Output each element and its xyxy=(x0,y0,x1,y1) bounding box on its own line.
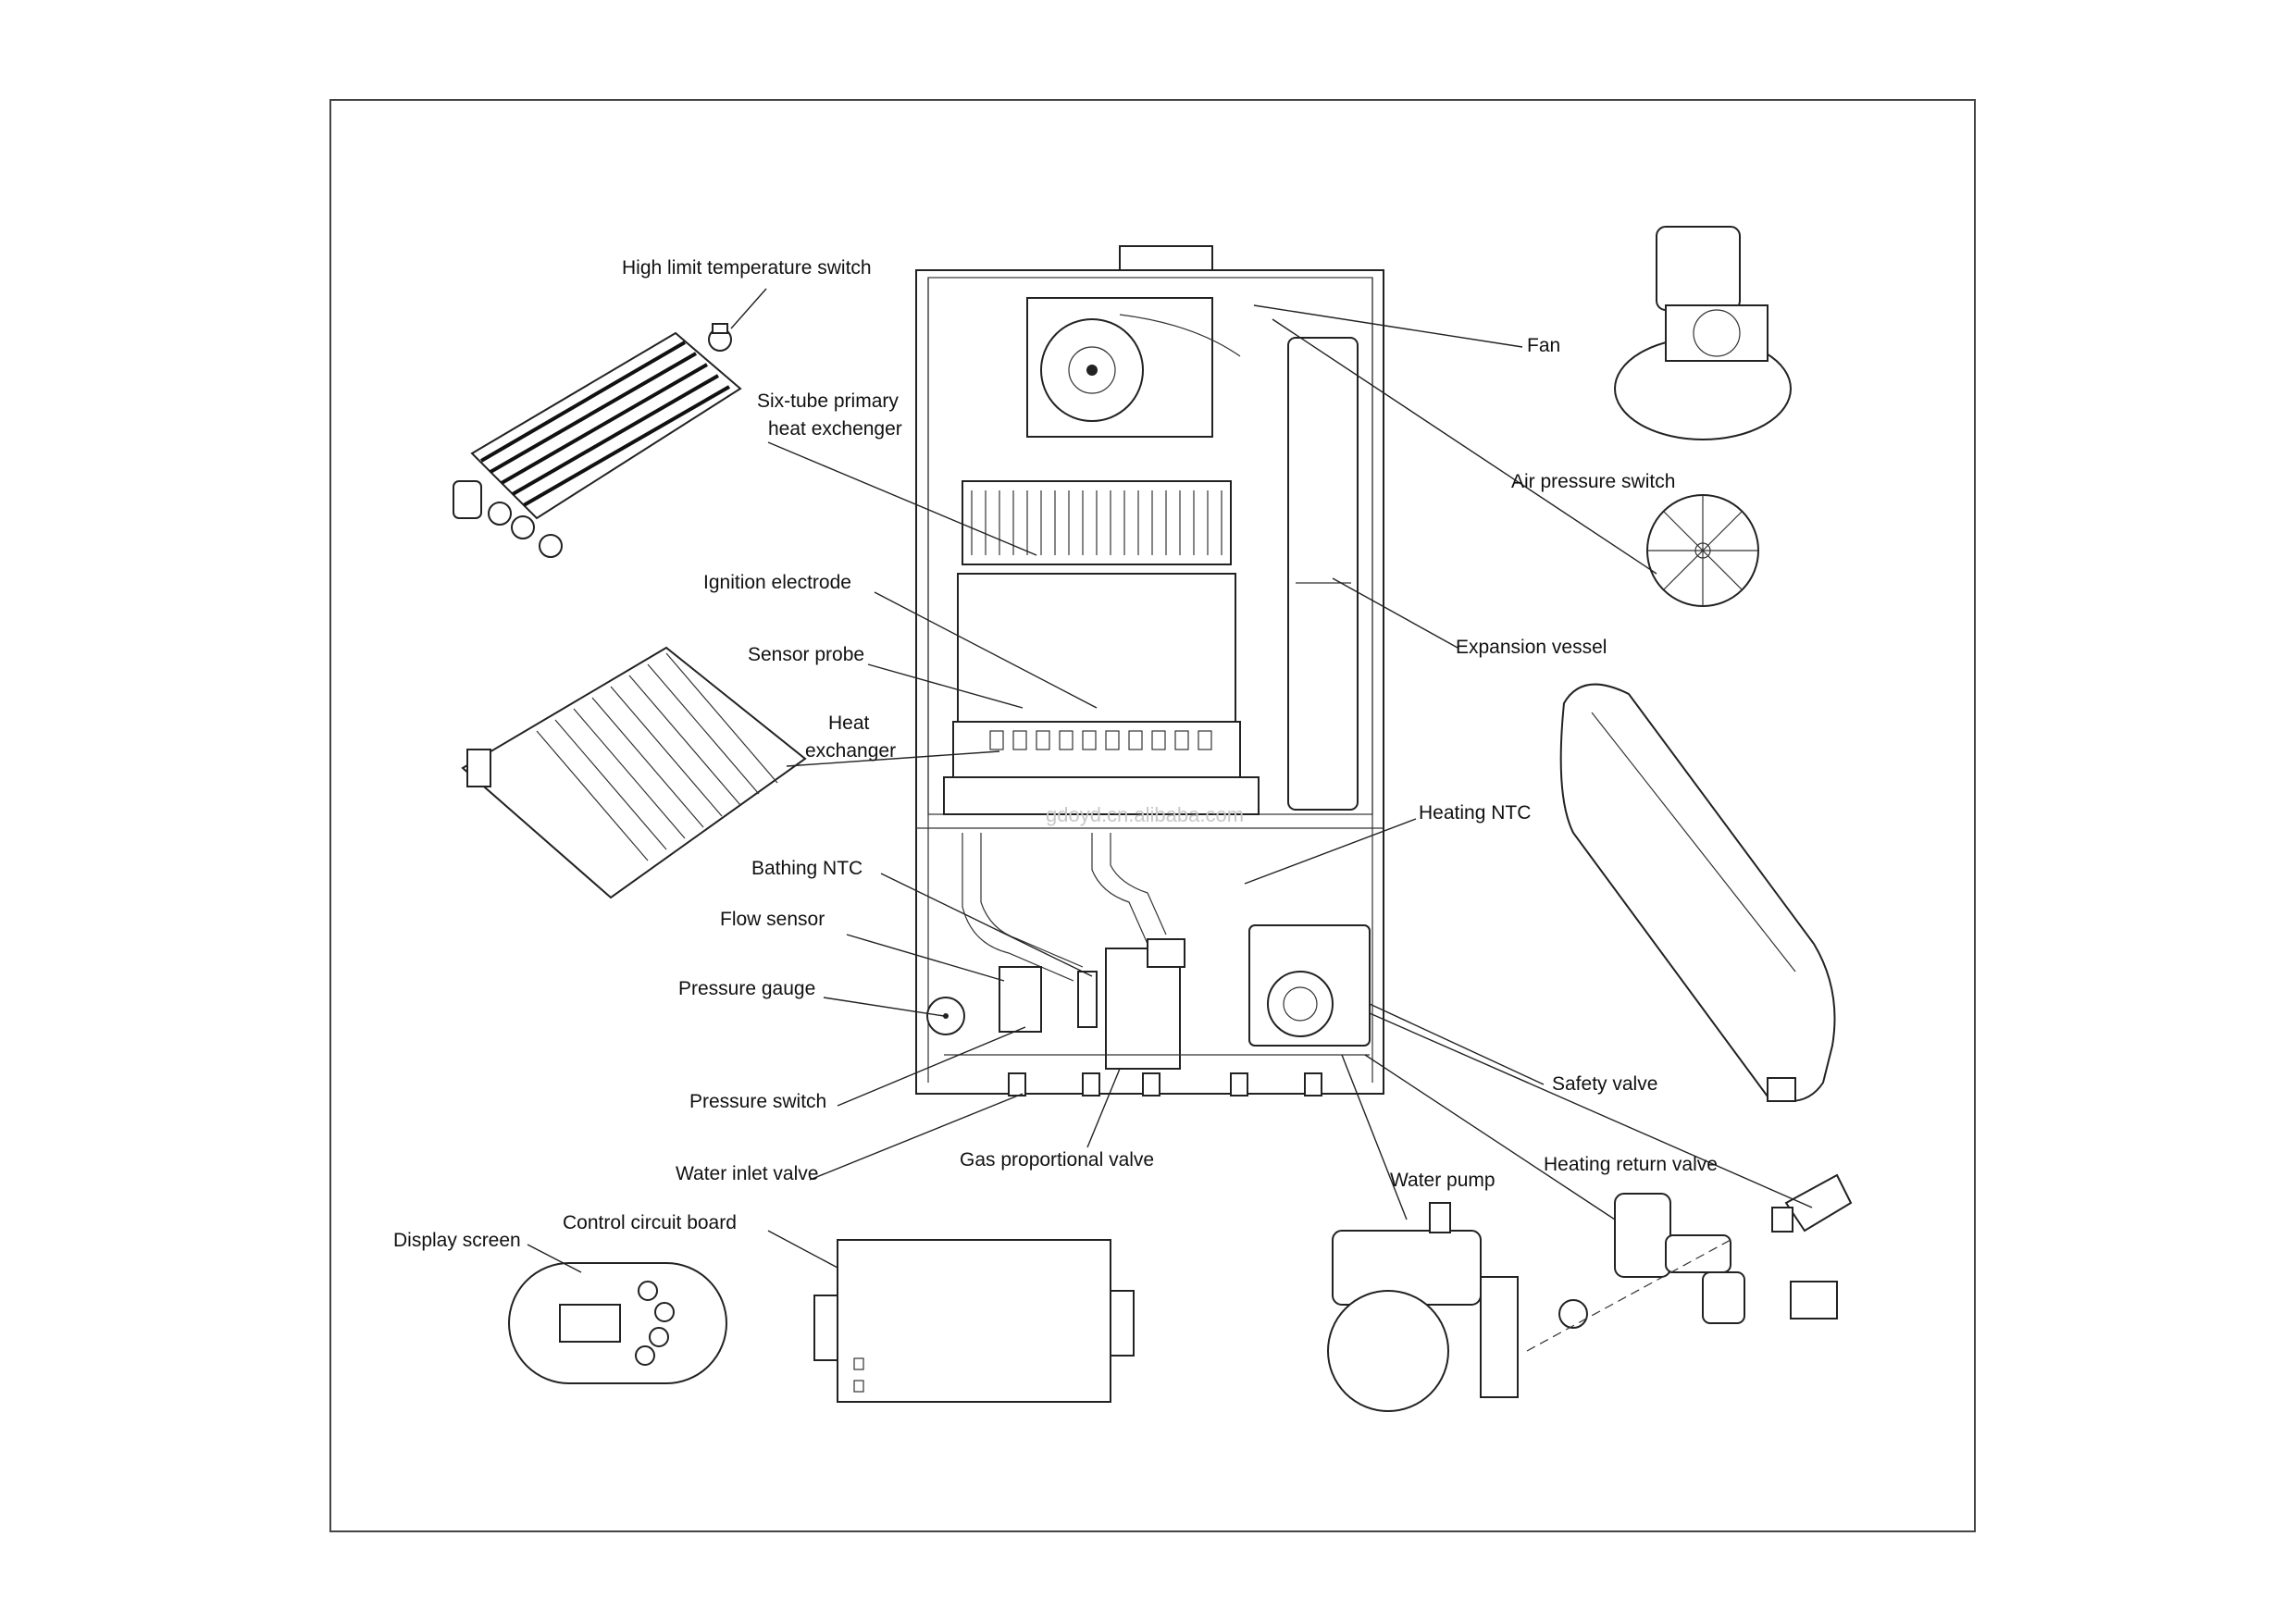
expansion-vessel-part xyxy=(1559,683,1836,1102)
air-pressure-switch-part xyxy=(1646,494,1759,607)
expansion-vessel-inner xyxy=(1287,337,1359,811)
label-high-limit-temperature-switch: High limit temperature switch xyxy=(622,257,872,279)
heating-return-valve-part xyxy=(1526,1193,1838,1352)
label-bathing-ntc: Bathing NTC xyxy=(751,858,863,879)
label-display-screen: Display screen xyxy=(393,1230,521,1251)
label-safety-valve: Safety valve xyxy=(1552,1073,1657,1095)
fan-part xyxy=(1614,226,1792,440)
label-expansion-vessel: Expansion vessel xyxy=(1456,637,1607,658)
label-control-circuit-board: Control circuit board xyxy=(563,1212,737,1233)
fan-housing xyxy=(1026,297,1241,438)
label-fan: Fan xyxy=(1527,335,1560,356)
label-ignition-electrode: Ignition electrode xyxy=(703,572,851,593)
heat-exchanger-part xyxy=(461,646,807,899)
diagram-frame xyxy=(329,99,1976,1532)
label-six-tube-primary-line2: heat exchenger xyxy=(768,418,902,440)
water-pump-part xyxy=(1327,1202,1519,1412)
leader-lines xyxy=(527,288,1813,1273)
label-six-tube-primary-line1: Six-tube primary xyxy=(757,390,899,412)
label-heat-exchanger-line1: Heat xyxy=(828,712,870,734)
watermark: gdoyd.cn.alibaba.com xyxy=(1046,803,1244,826)
combustion-chamber xyxy=(943,480,1260,815)
high-limit-temperature-switch-part xyxy=(708,323,732,352)
label-sensor-probe: Sensor probe xyxy=(748,644,864,665)
label-air-pressure-switch: Air pressure switch xyxy=(1511,471,1675,492)
label-water-pump: Water pump xyxy=(1390,1170,1496,1191)
label-heat-exchanger-line2: exchanger xyxy=(805,740,896,762)
control-circuit-board-part xyxy=(813,1239,1135,1403)
label-flow-sensor: Flow sensor xyxy=(720,909,825,930)
label-gas-proportional-valve: Gas proportional valve xyxy=(960,1149,1154,1171)
label-heating-ntc: Heating NTC xyxy=(1419,802,1531,824)
label-water-inlet-valve: Water inlet valve xyxy=(676,1163,818,1184)
display-screen-part xyxy=(508,1262,727,1384)
lower-pipework xyxy=(926,833,1371,1096)
label-heating-return-valve: Heating return valve xyxy=(1544,1154,1718,1175)
label-pressure-switch: Pressure switch xyxy=(689,1091,826,1112)
label-pressure-gauge: Pressure gauge xyxy=(678,978,815,999)
safety-valve-part xyxy=(1771,1173,1853,1233)
callout-labels: High limit temperature switch Six-tube p… xyxy=(393,257,1718,1251)
six-tube-primary-heat-exchanger-part xyxy=(453,331,742,558)
